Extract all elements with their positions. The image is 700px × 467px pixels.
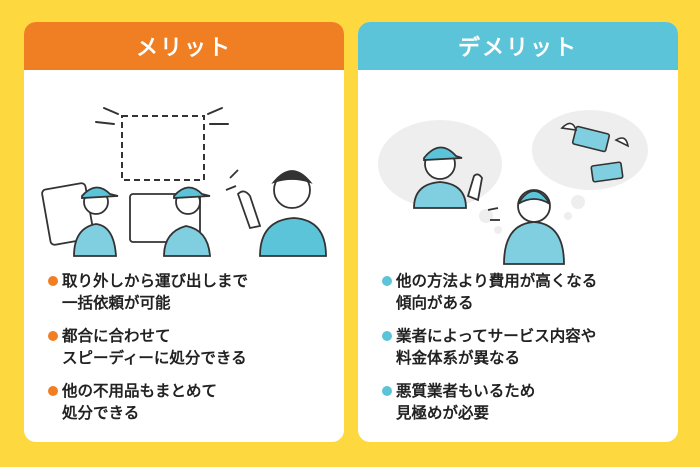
flying-money-icon [560, 122, 630, 183]
removed-tv-outline [121, 115, 205, 181]
demerit-point: 悪質業者もいるため 見極めが必要 [382, 380, 668, 424]
merit-header: メリット [24, 22, 344, 70]
demerit-point: 他の方法より費用が高くなる 傾向がある [382, 270, 668, 314]
bullet-dot [48, 276, 58, 286]
merit-point: 取り外しから運び出しまで 一括依頼が可能 [48, 270, 334, 314]
point-line: 他の不用品もまとめて [62, 382, 218, 400]
demerit-point: 業者によってサービス内容や 料金体系が異なる [382, 325, 668, 369]
bullet-dot [382, 331, 392, 341]
point-line: 見極めが必要 [396, 404, 490, 422]
demerit-points: 他の方法より費用が高くなる 傾向がある 業者によってサービス内容や 料金体系が異… [382, 270, 668, 435]
customer-waving [225, 169, 327, 257]
bullet-dot [382, 276, 392, 286]
point-line: 傾向がある [396, 294, 474, 312]
point-line: 取り外しから運び出しまで [62, 272, 249, 290]
merit-illustration [41, 107, 327, 257]
merit-point: 都合に合わせて スピーディーに処分できる [48, 325, 334, 369]
merit-card: メリット [24, 22, 344, 442]
worker-in-bubble [413, 146, 483, 209]
merit-point: 他の不用品もまとめて 処分できる [48, 380, 334, 424]
bullet-dot [48, 331, 58, 341]
demerit-header: デメリット [358, 22, 678, 70]
sparkle-lines [95, 107, 229, 125]
customer-worried [487, 189, 565, 265]
merit-points: 取り外しから運び出しまで 一括依頼が可能 都合に合わせて スピーディーに処分でき… [48, 270, 334, 435]
point-line: 都合に合わせて [62, 327, 171, 345]
point-line: 処分できる [62, 404, 140, 422]
demerit-card: デメリット [358, 22, 678, 442]
bullet-dot [48, 386, 58, 396]
point-line: スピーディーに処分できる [62, 349, 247, 367]
bullet-dot [382, 386, 392, 396]
point-line: 一括依頼が可能 [62, 294, 171, 312]
merit-title: メリット [135, 36, 232, 61]
demerit-title: デメリット [457, 36, 578, 61]
worker-center [129, 186, 211, 257]
point-line: 他の方法より費用が高くなる [396, 272, 598, 290]
point-line: 料金体系が異なる [396, 349, 521, 367]
worker-left [41, 182, 119, 257]
point-line: 悪質業者もいるため [396, 382, 536, 400]
point-line: 業者によってサービス内容や [396, 327, 597, 345]
demerit-illustration [378, 110, 648, 265]
